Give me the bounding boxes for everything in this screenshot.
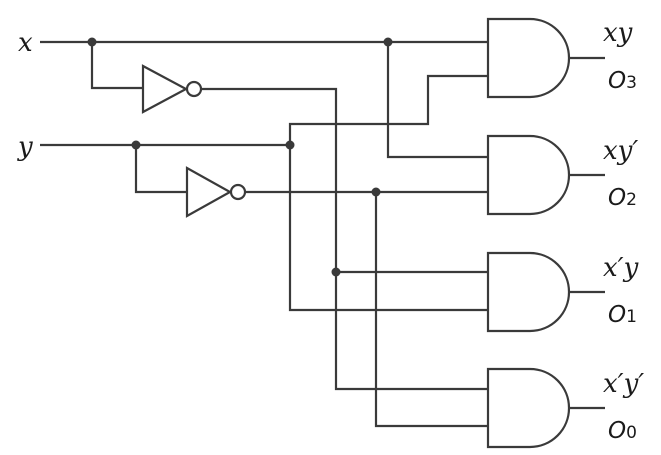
junction-dot — [331, 267, 341, 277]
input-label-y: y — [17, 132, 33, 162]
gate-expression-label: xy — [603, 18, 633, 48]
output-label-1: O1 — [608, 302, 637, 328]
output-label-2: O2 — [608, 185, 637, 211]
junction-dot — [285, 140, 295, 150]
wire-x-to-inverter — [90, 42, 143, 90]
junction-dot — [383, 37, 393, 47]
gate-expression-label: x′y′ — [603, 369, 644, 399]
output-label-3: O3 — [608, 68, 637, 94]
wire-xnot-to-and1 — [201, 87, 488, 274]
junction-dot — [371, 187, 381, 197]
wire-x-to-and2 — [386, 42, 488, 159]
inverter-y — [185, 166, 233, 218]
inverter-y-bubble — [229, 183, 247, 201]
wire-y-to-and3 — [288, 74, 488, 145]
wire-ynot-to-and0 — [374, 192, 488, 428]
output-label-0: O0 — [608, 418, 637, 444]
and-gate-0 — [486, 367, 571, 449]
and-gate-1 — [486, 251, 571, 333]
gate-expression-label: xy′ — [603, 136, 638, 166]
wire-y-to-and1 — [288, 145, 488, 312]
junction-dot — [87, 37, 97, 47]
and-gate-3 — [486, 17, 571, 99]
input-label-x: x — [18, 28, 33, 58]
wire-y-to-inverter — [134, 145, 187, 194]
wire-xnot-to-and0 — [334, 272, 488, 391]
and-gate-2 — [486, 134, 571, 216]
inverter-x-bubble — [185, 80, 203, 98]
inverter-x — [141, 64, 189, 114]
junction-dot — [131, 140, 141, 150]
gate-expression-label: x′y — [603, 253, 639, 283]
